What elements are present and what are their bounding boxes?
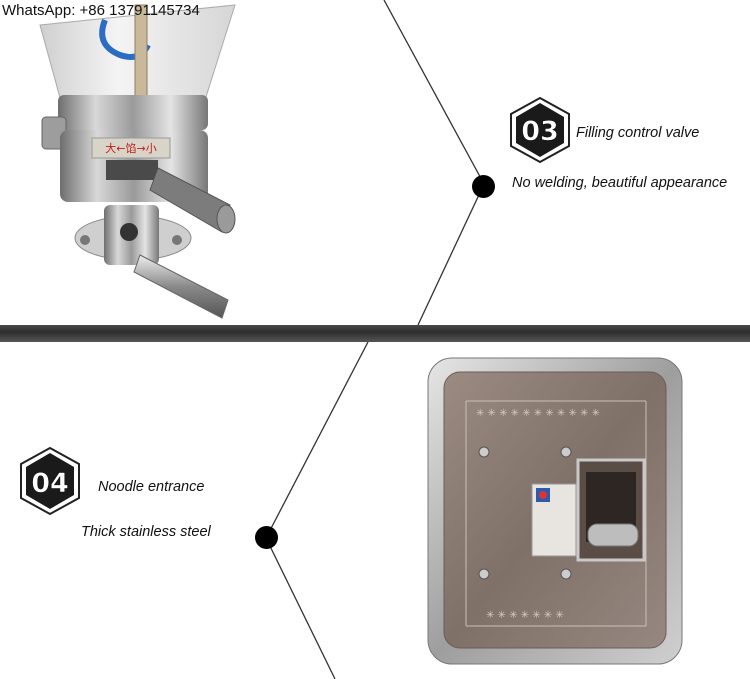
section-03-subtitle: No welding, beautiful appearance	[512, 175, 728, 191]
whatsapp-watermark: WhatsApp: +86 13791145734	[2, 2, 200, 19]
pointer-dot-bottom	[255, 526, 278, 549]
svg-text:✳ ✳ ✳ ✳ ✳ ✳ ✳: ✳ ✳ ✳ ✳ ✳ ✳ ✳	[486, 610, 564, 621]
bottom-section: 04 Noodle entrance Thick stainless steel…	[0, 342, 750, 679]
badge-04-hexagon-icon: 04	[20, 446, 80, 516]
section-04-title: Noodle entrance	[98, 479, 205, 495]
svg-text:✳ ✳ ✳ ✳ ✳ ✳ ✳ ✳ ✳ ✳ ✳: ✳ ✳ ✳ ✳ ✳ ✳ ✳ ✳ ✳ ✳ ✳	[476, 408, 600, 419]
filling-valve-photo: 大←馅→小	[39, 4, 236, 319]
valve-label: 大←馅→小	[105, 141, 156, 155]
badge-03-hexagon-icon: 03	[510, 96, 570, 164]
badge-03-number: 03	[521, 116, 559, 147]
noodle-entrance-photo: ✳ ✳ ✳ ✳ ✳ ✳ ✳ ✳ ✳ ✳ ✳ ✳ ✳ ✳ ✳ ✳ ✳ ✳	[427, 357, 683, 665]
section-04-subtitle: Thick stainless steel	[81, 524, 211, 540]
pointer-dot-top	[472, 175, 495, 198]
badge-04-number: 04	[31, 468, 69, 499]
section-divider	[0, 325, 750, 342]
top-section: 大←馅→小 WhatsApp: +86 13791145734 03 Filli…	[0, 0, 750, 325]
section-03-title: Filling control valve	[576, 125, 700, 141]
